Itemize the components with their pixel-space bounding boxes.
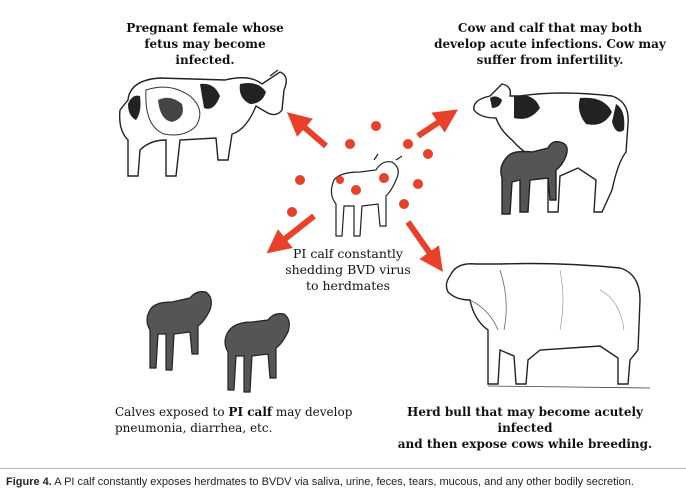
cow-and-calf-illustration	[473, 83, 629, 215]
exposed-calves-illustration	[146, 291, 290, 393]
figure-caption: Figure 4. A PI calf constantly exposes h…	[6, 476, 634, 488]
pregnant-cow-illustration	[118, 69, 287, 177]
herd-bull-illustration	[445, 262, 651, 389]
pi-calf-illustration	[330, 153, 403, 237]
label-herd-bull: Herd bull that may become acutely infect…	[397, 405, 653, 451]
label-pregnant-cow: Pregnant female whose fetus may become i…	[126, 21, 284, 67]
label-cow-and-calf: Cow and calf that may both develop acute…	[434, 21, 666, 67]
bvd-transmission-diagram	[118, 69, 651, 393]
virus-particles	[287, 121, 433, 217]
label-pi-calf: PI calf constantly shedding BVD virus to…	[285, 246, 411, 293]
arrow-to-calves	[266, 213, 316, 254]
label-exposed-calves: Calves exposed to PI calf may develop pn…	[115, 405, 353, 435]
caption-divider	[0, 468, 686, 469]
arrow-to-cow-and-calf	[416, 109, 458, 139]
transmission-arrows	[266, 109, 458, 272]
arrow-to-pregnant-cow	[286, 112, 328, 149]
arrow-to-bull	[405, 220, 443, 272]
